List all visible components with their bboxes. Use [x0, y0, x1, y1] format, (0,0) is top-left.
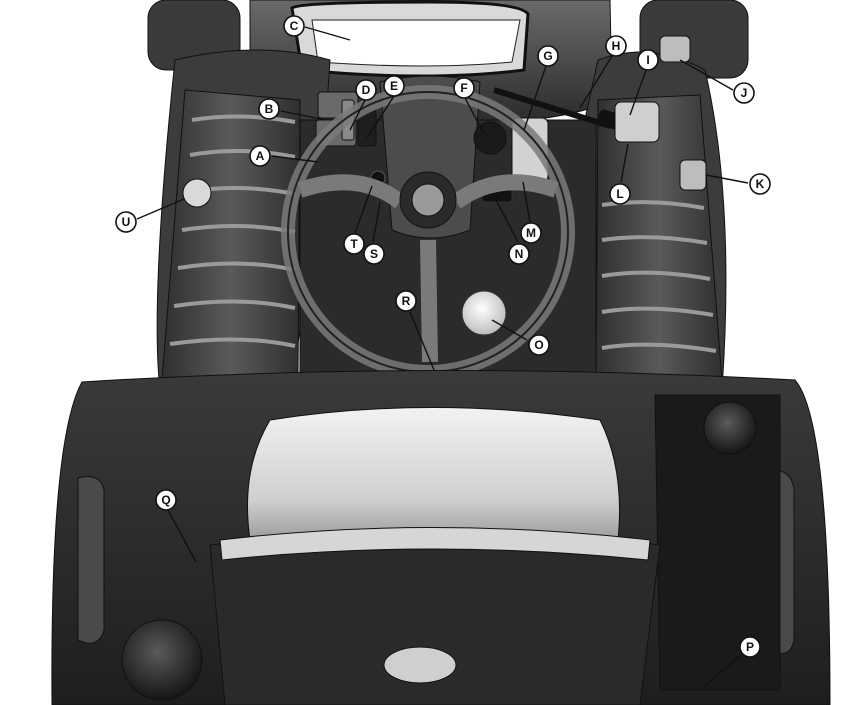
- svg-text:U: U: [122, 215, 131, 229]
- svg-text:G: G: [543, 49, 552, 63]
- svg-text:J: J: [741, 86, 748, 100]
- callout-h: H: [605, 35, 627, 57]
- svg-text:F: F: [460, 81, 467, 95]
- svg-text:T: T: [350, 237, 358, 251]
- fuel-gauge: [473, 121, 507, 155]
- callout-d: D: [355, 79, 377, 101]
- right-hand-levers: [493, 35, 707, 191]
- callout-l: L: [609, 183, 631, 205]
- svg-text:I: I: [646, 53, 649, 67]
- svg-text:L: L: [616, 187, 623, 201]
- fuel-cap: [121, 619, 203, 701]
- svg-text:A: A: [256, 149, 265, 163]
- knob-o: [461, 290, 507, 336]
- callout-labels: A B C D E F G H I J K L M N O P Q R S T …: [115, 15, 771, 658]
- callout-b: B: [258, 98, 280, 120]
- callout-m: M: [520, 222, 542, 244]
- callout-n: N: [508, 243, 530, 265]
- callout-p: P: [739, 636, 761, 658]
- leader-lines: [136, 26, 749, 691]
- svg-text:N: N: [515, 247, 524, 261]
- callout-k: K: [749, 173, 771, 195]
- pedal-k: [679, 159, 707, 191]
- callout-s: S: [363, 243, 385, 265]
- callout-u: U: [115, 211, 137, 233]
- callout-g: G: [537, 45, 559, 67]
- callout-j: J: [733, 82, 755, 104]
- headlight-lens: [311, 19, 521, 67]
- seat-logo: [383, 646, 457, 684]
- svg-text:S: S: [370, 247, 378, 261]
- svg-text:R: R: [402, 294, 411, 308]
- lever-j: [659, 35, 691, 63]
- cup-holder: [703, 401, 757, 455]
- left-footrest: [161, 89, 301, 381]
- svg-text:C: C: [290, 19, 299, 33]
- svg-text:H: H: [612, 39, 621, 53]
- callout-q: Q: [155, 489, 177, 511]
- svg-text:M: M: [526, 226, 536, 240]
- svg-text:E: E: [390, 79, 398, 93]
- svg-text:D: D: [362, 83, 371, 97]
- operator-seat: [209, 407, 661, 705]
- svg-text:Q: Q: [161, 493, 170, 507]
- svg-text:O: O: [534, 338, 543, 352]
- callout-f: F: [453, 77, 475, 99]
- svg-text:P: P: [746, 640, 754, 654]
- svg-text:K: K: [756, 177, 765, 191]
- right-storage-compartment: [654, 394, 781, 691]
- left-grab-handle: [77, 476, 105, 644]
- callout-c: C: [283, 15, 305, 37]
- callout-o: O: [528, 334, 550, 356]
- callout-i: I: [637, 49, 659, 71]
- callout-r: R: [395, 290, 417, 312]
- key-switch-u: [182, 178, 212, 208]
- callout-a: A: [249, 145, 271, 167]
- callout-e: E: [383, 75, 405, 97]
- svg-text:B: B: [265, 102, 274, 116]
- lift-lever-i: [614, 101, 660, 143]
- callout-t: T: [343, 233, 365, 255]
